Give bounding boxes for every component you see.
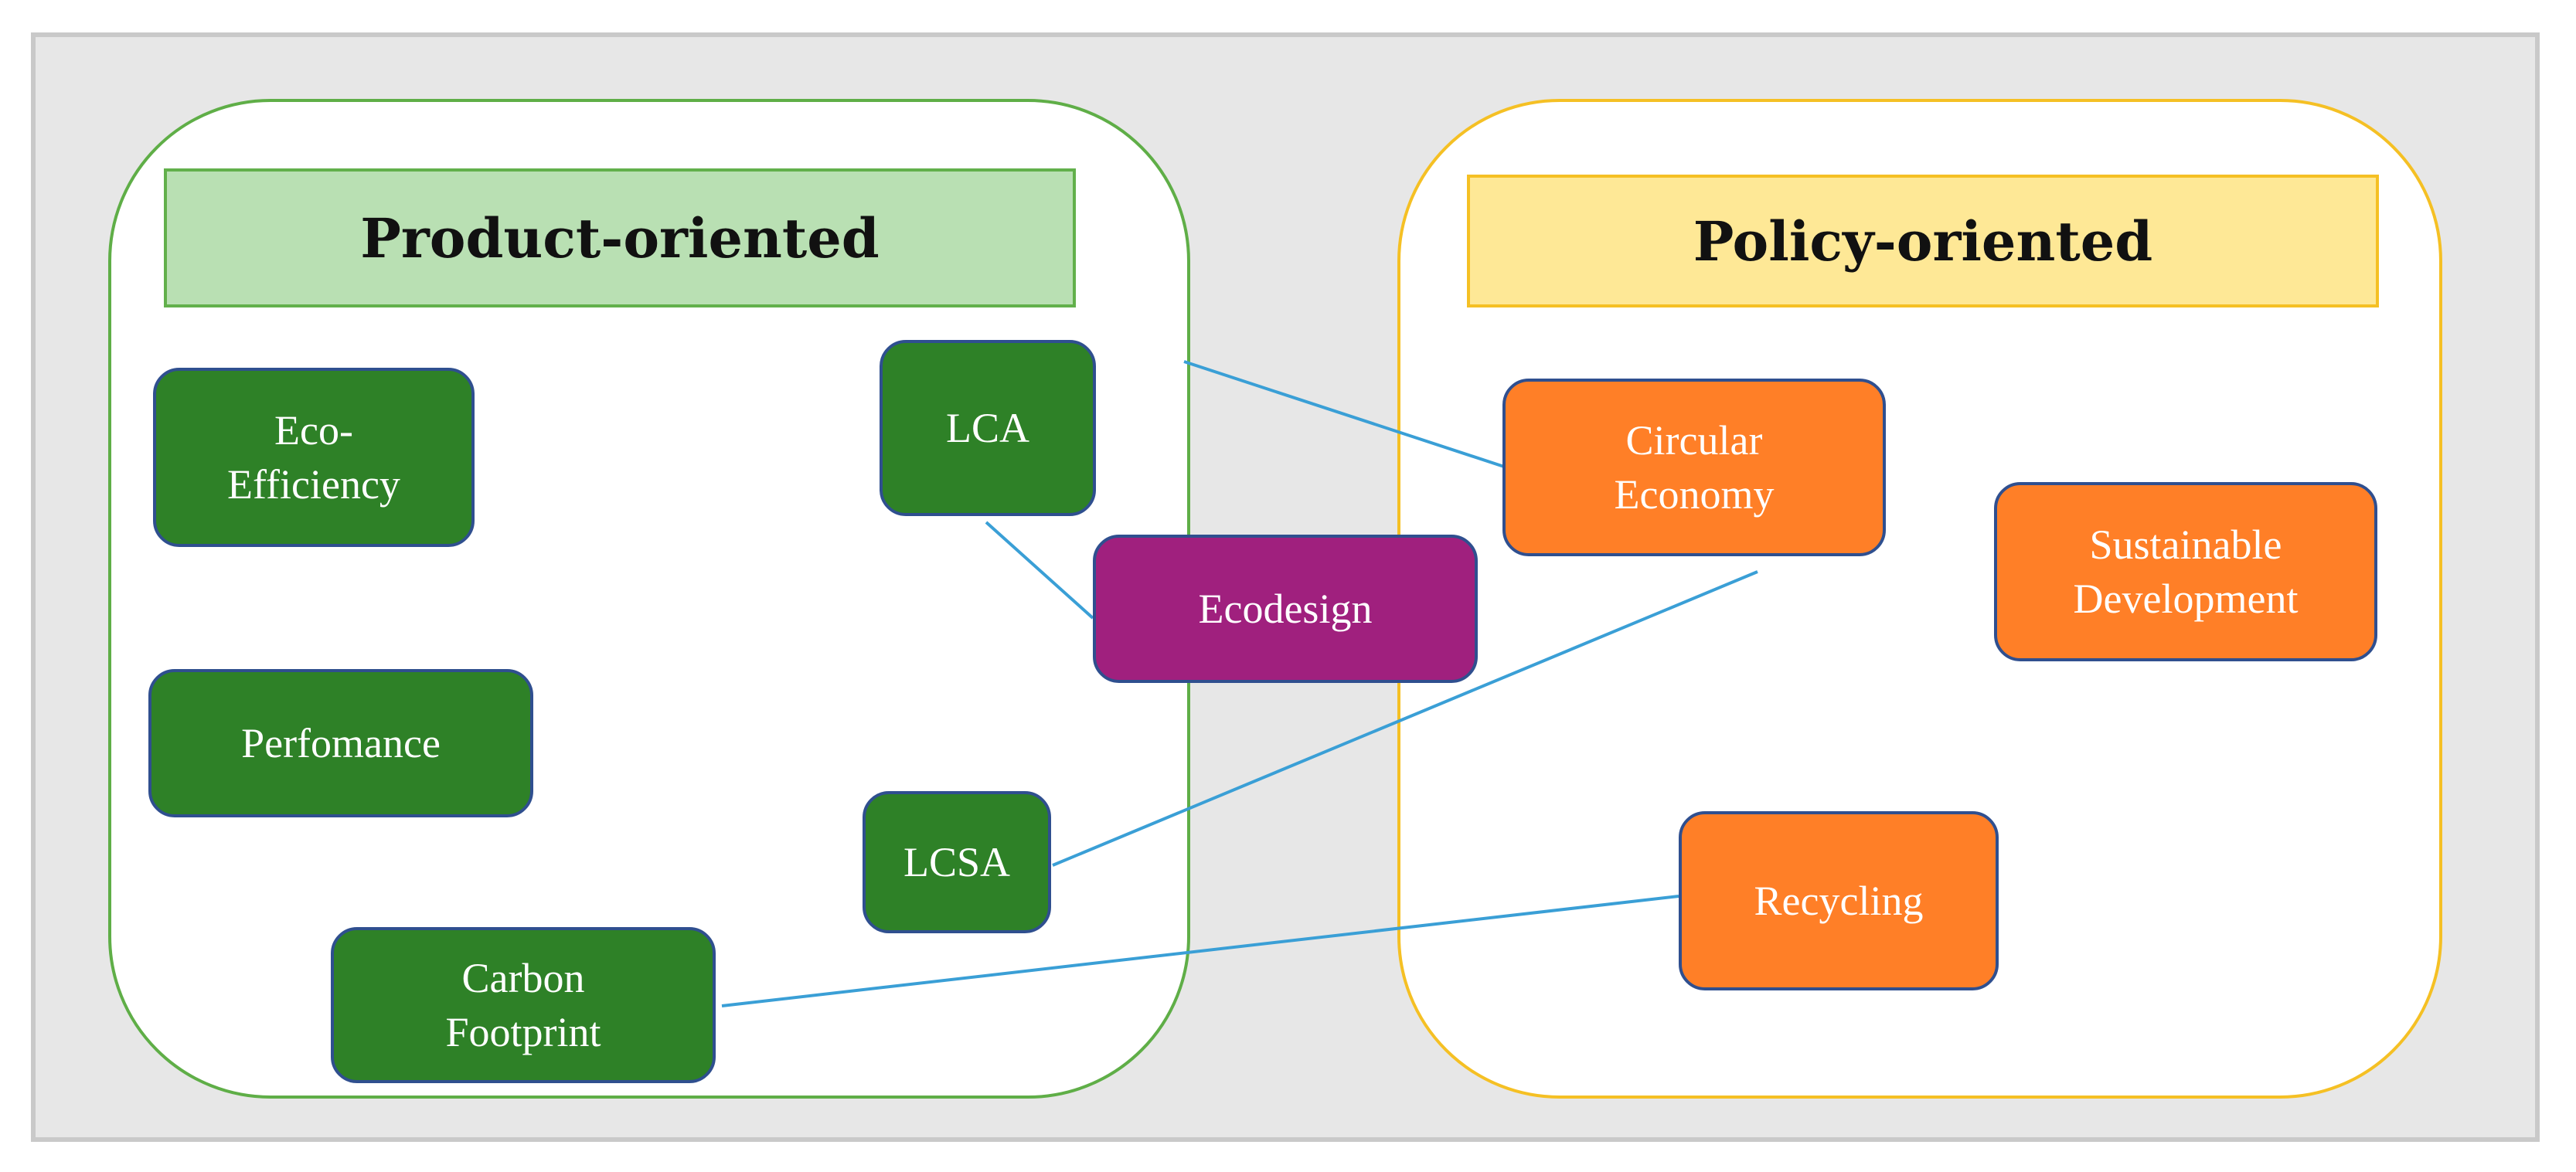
node-lcsa: LCSA xyxy=(863,791,1051,933)
edge-carbon-footprint-to-recycling xyxy=(721,895,1679,1007)
edge-lca-to-ecodesign xyxy=(985,521,1094,620)
node-recycling: Recycling xyxy=(1679,811,1999,990)
node-ecodesign: Ecodesign xyxy=(1093,535,1478,683)
node-lca: LCA xyxy=(880,340,1096,516)
product-oriented-header: Product-oriented xyxy=(164,168,1076,307)
node-carbon-footprint: Carbon Footprint xyxy=(331,927,716,1083)
node-circular-economy: Circular Economy xyxy=(1502,379,1886,556)
node-eco-efficiency: Eco- Efficiency xyxy=(153,368,475,547)
node-perfomance: Perfomance xyxy=(148,669,533,817)
edge-product-to-circular-economy xyxy=(1183,360,1505,468)
node-sustainable-development: Sustainable Development xyxy=(1994,482,2377,661)
policy-oriented-header: Policy-oriented xyxy=(1467,175,2379,307)
edge-lcsa-to-circular-economy xyxy=(1052,570,1758,867)
